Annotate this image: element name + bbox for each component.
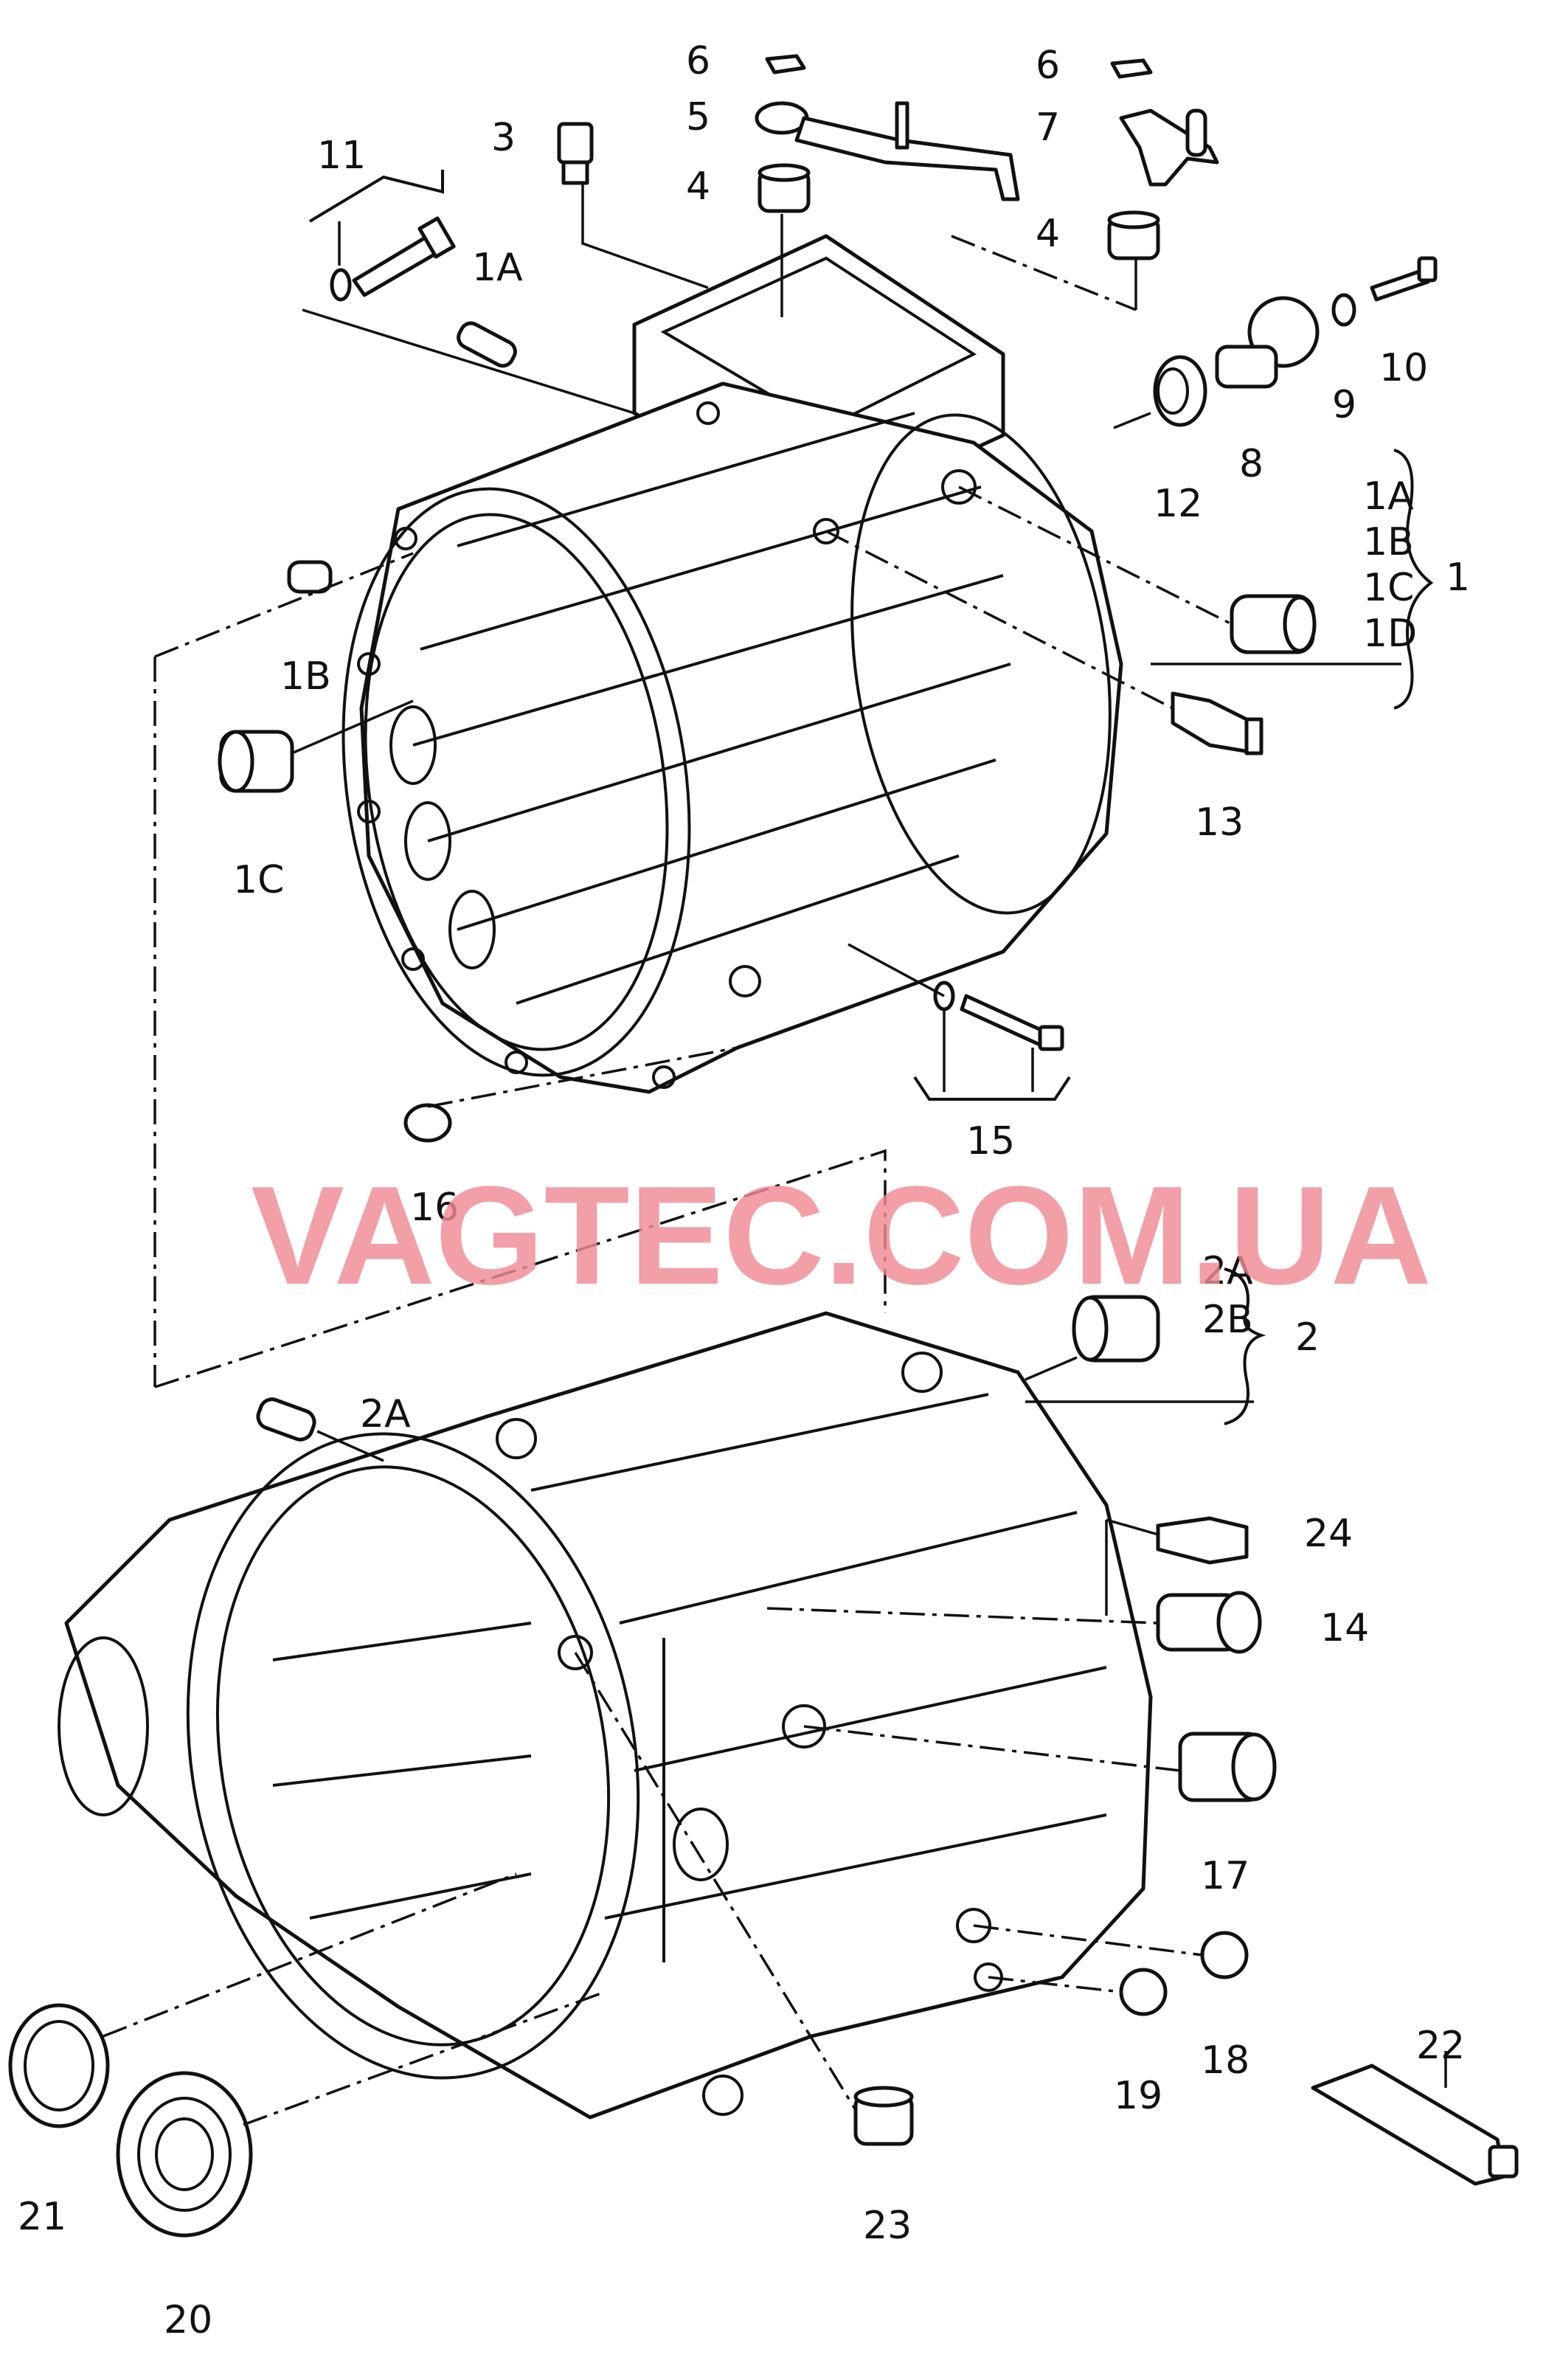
callout-19: 19 <box>1114 2074 1162 2118</box>
callout-10: 10 <box>1379 346 1428 390</box>
plug-16 <box>403 1103 452 1143</box>
lower-bell-housing <box>58 1311 1153 2120</box>
callout-7: 7 <box>1036 105 1060 150</box>
callout-13: 13 <box>1195 800 1244 845</box>
callout-9: 9 <box>1332 383 1356 427</box>
watermark: VAGTEC.COM.UA <box>251 1158 1432 1314</box>
callout-1A: 1A <box>1363 474 1414 519</box>
callout-1: 1 <box>1446 556 1470 600</box>
dowel-1B-left <box>287 560 333 594</box>
bush-4b <box>1107 210 1160 260</box>
plug-14 <box>1156 1591 1262 1654</box>
bush-1C-left <box>218 730 294 793</box>
callout-24: 24 <box>1304 1512 1353 1556</box>
nut-6b <box>1110 58 1153 79</box>
plug-23 <box>853 2086 914 2146</box>
callout-2A-left: 2A <box>360 1392 411 1436</box>
plug-19 <box>1119 1968 1168 2016</box>
selector-lever-5 <box>755 101 1020 201</box>
callout-1A-top: 1A <box>472 246 523 290</box>
callout-labels: 11 3 6 5 4 6 7 4 1A 10 9 8 12 1A 1B 1C 1… <box>18 39 1470 2342</box>
callout-15: 15 <box>966 1119 1015 1163</box>
callout-4b: 4 <box>1036 212 1060 256</box>
plug-17 <box>1178 1732 1277 1802</box>
sensor-3 <box>557 122 594 185</box>
plug-18 <box>1200 1931 1249 1979</box>
callout-22: 22 <box>1416 2024 1465 2068</box>
bolt-10 <box>1370 256 1438 302</box>
bush-1D <box>1230 594 1317 654</box>
callout-1D: 1D <box>1363 612 1417 656</box>
leader-lines <box>103 170 1447 2126</box>
switch-24 <box>1156 1516 1249 1565</box>
callout-1C-left: 1C <box>233 858 284 902</box>
callout-1C: 1C <box>1363 566 1414 610</box>
seal-21 <box>8 2003 110 2128</box>
callout-21: 21 <box>18 2195 66 2239</box>
dowel-1A-top <box>457 321 517 368</box>
callout-2B: 2B <box>1202 1298 1253 1342</box>
callout-1B-left: 1B <box>280 654 331 699</box>
callout-8: 8 <box>1239 442 1264 486</box>
callout-14: 14 <box>1320 1606 1369 1650</box>
bush-2B <box>1072 1295 1160 1363</box>
callout-18: 18 <box>1201 2038 1249 2083</box>
dowel-2A-left <box>256 1397 316 1442</box>
callout-11: 11 <box>317 134 366 178</box>
callout-16: 16 <box>410 1186 459 1230</box>
callout-5: 5 <box>686 95 710 139</box>
sealant-tube-22 <box>1311 2064 1519 2186</box>
callout-20: 20 <box>164 2298 212 2342</box>
switch-13 <box>1171 691 1264 755</box>
flange-8 <box>1215 296 1320 389</box>
callout-17: 17 <box>1201 1854 1249 1898</box>
bolt-15 <box>933 980 1064 1051</box>
callout-6b: 6 <box>1036 44 1060 88</box>
callout-12: 12 <box>1154 482 1202 526</box>
callout-2: 2 <box>1295 1315 1320 1360</box>
callout-23: 23 <box>863 2204 912 2248</box>
callout-1B: 1B <box>1363 520 1414 564</box>
upper-transmission-housing <box>342 234 1123 1094</box>
callout-4a: 4 <box>686 165 710 209</box>
nut-6a <box>765 54 806 75</box>
washer-9 <box>1331 293 1356 327</box>
selector-lever-7 <box>1119 108 1219 187</box>
seal-20 <box>116 2071 253 2238</box>
bush-4a <box>758 163 811 213</box>
callout-6a: 6 <box>686 39 710 83</box>
bolt-11 <box>330 216 456 302</box>
callout-3: 3 <box>491 116 516 160</box>
callout-2A-right: 2A <box>1202 1249 1253 1293</box>
seal-12 <box>1153 355 1207 427</box>
